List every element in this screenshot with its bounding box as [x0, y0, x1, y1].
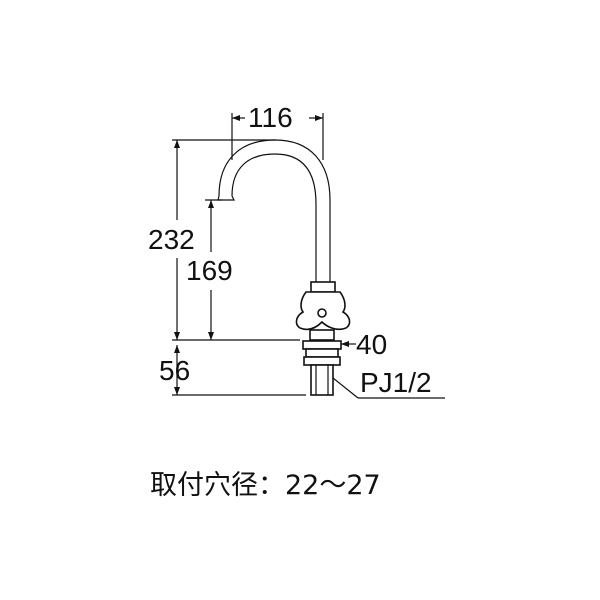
- dim-label-169: 169: [186, 255, 233, 286]
- arrowhead: [174, 387, 180, 395]
- dim-label-116: 116: [248, 102, 293, 133]
- dim-label-232: 232: [148, 224, 195, 255]
- spout-outer-wall: [218, 139, 331, 288]
- threaded-shank: [310, 364, 334, 396]
- dimension-labels: 116 232 169 40 56 PJ1/2: [148, 102, 432, 398]
- thread-label: PJ1/2: [360, 367, 432, 398]
- arrowhead: [315, 115, 323, 121]
- arrowhead: [232, 115, 240, 121]
- faucet-drawing: [217, 139, 351, 396]
- arrowhead: [174, 345, 180, 353]
- dim-label-56: 56: [159, 355, 190, 386]
- lock-nut-lower: [303, 356, 341, 366]
- lock-nut: [305, 348, 339, 358]
- arrowhead: [208, 332, 214, 340]
- handle-screw: [317, 308, 327, 318]
- spout-tip: [217, 195, 235, 201]
- dim-label-40: 40: [356, 329, 387, 360]
- base-washer: [302, 340, 342, 350]
- arrowhead: [174, 332, 180, 340]
- leader-line: [332, 377, 359, 399]
- body-collar: [310, 281, 336, 293]
- dimension-lines: [172, 113, 445, 399]
- mounting-hole-caption: 取付穴径：22～27: [150, 470, 381, 501]
- spout-inner-wall: [231, 153, 317, 288]
- base-collar: [309, 329, 335, 341]
- arrowhead: [174, 140, 180, 148]
- arrowhead: [341, 341, 349, 347]
- arrowhead: [208, 200, 214, 208]
